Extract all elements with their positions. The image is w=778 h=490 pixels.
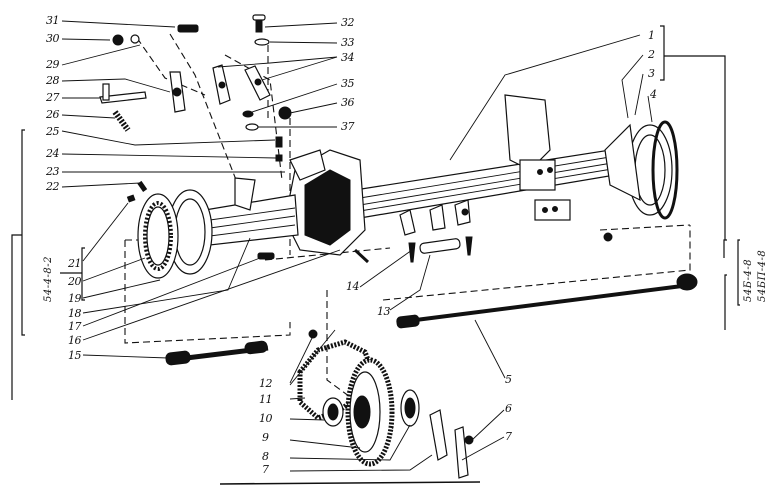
callout-15: 15 (68, 349, 82, 362)
callout-23: 23 (46, 165, 60, 178)
callout-14: 14 (346, 280, 360, 293)
callout-11: 11 (259, 393, 273, 406)
callout-13: 13 (377, 305, 391, 318)
differential-housing (204, 149, 471, 256)
callout-27: 27 (46, 91, 60, 104)
axle-housing-tube (354, 94, 679, 221)
callout-2: 2 (648, 48, 655, 61)
callout-34: 34 (341, 51, 355, 64)
callout-3: 3 (648, 67, 655, 80)
callout-36: 36 (341, 96, 355, 109)
callout-6: 6 (505, 402, 512, 415)
grouping-brackets (11, 25, 740, 400)
callout-37: 37 (341, 120, 355, 133)
callout-29: 29 (46, 58, 60, 71)
callout-33: 33 (341, 36, 355, 49)
group-code-right-a: 54Б-4-8 (743, 258, 754, 302)
callout-10: 10 (259, 412, 273, 425)
callout-18: 18 (68, 307, 82, 320)
callout-32: 32 (341, 16, 355, 29)
callout-24: 24 (46, 147, 60, 160)
callout-1: 1 (648, 29, 655, 42)
axle-shafts (165, 273, 698, 366)
callout-7-lower: 7 (262, 463, 269, 476)
callout-4: 4 (650, 88, 657, 101)
callout-5: 5 (505, 373, 512, 386)
callout-35: 35 (341, 77, 355, 90)
callout-21: 21 (68, 257, 82, 270)
callout-19: 19 (68, 292, 82, 305)
callout-22: 22 (46, 180, 60, 193)
callout-16: 16 (68, 334, 82, 347)
left-brake-drum (126, 180, 213, 279)
callout-25: 25 (46, 125, 60, 138)
callout-26: 26 (46, 108, 60, 121)
callout-8: 8 (262, 450, 269, 463)
differential-components (219, 232, 613, 485)
group-code-right-b: 54БП-4-8 (757, 249, 768, 302)
callout-30: 30 (46, 32, 60, 45)
callout-31: 31 (46, 14, 60, 27)
top-small-parts (99, 14, 292, 162)
callout-9: 9 (262, 431, 269, 444)
leader-lines (61, 20, 653, 472)
callout-12: 12 (259, 377, 273, 390)
callout-17: 17 (68, 320, 82, 333)
callout-20: 20 (68, 275, 82, 288)
callout-28: 28 (46, 74, 60, 87)
group-code-left: 54-4-8-2 (43, 256, 54, 302)
callout-7-right: 7 (505, 430, 512, 443)
